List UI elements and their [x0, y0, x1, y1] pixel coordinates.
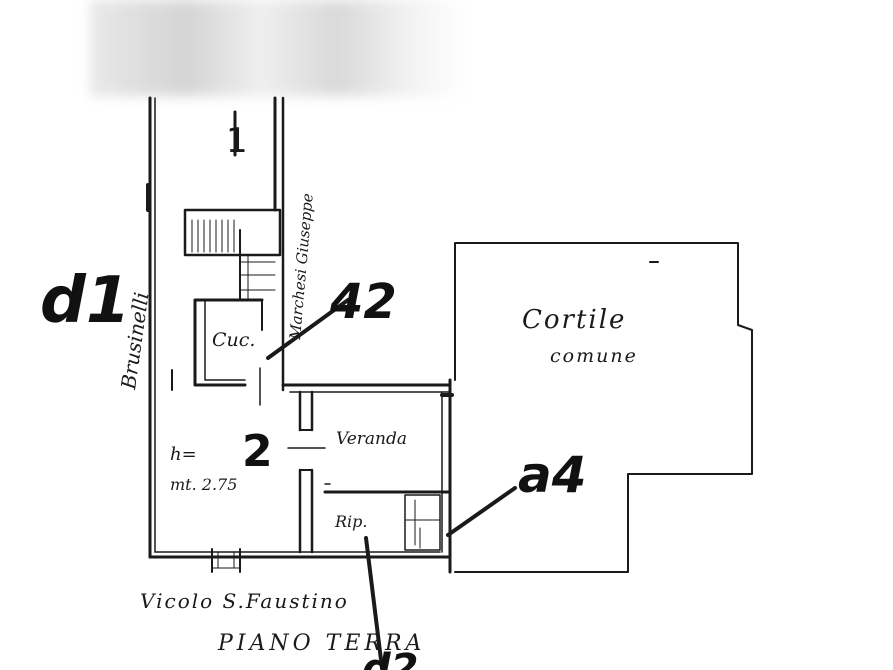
- leader-a4: [446, 486, 517, 537]
- wall-kitchen: [193, 298, 247, 387]
- courtyard-outline: [454, 242, 753, 573]
- parcel-mark-a4: a4: [518, 446, 587, 504]
- staircase: [183, 208, 282, 257]
- label-room-1: 1: [226, 121, 248, 161]
- label-height-prefix: h=: [170, 444, 197, 465]
- leader-42: [266, 298, 350, 360]
- label-floor: PIANO TERRA: [217, 631, 425, 656]
- parcel-mark-42: 42: [329, 274, 397, 330]
- label-courtyard-1: Cortile: [522, 305, 626, 335]
- label-street-bottom: Vicolo S.Faustino: [140, 589, 349, 613]
- label-storage: Rip.: [334, 512, 368, 531]
- parcel-mark-d1: d1: [40, 264, 130, 338]
- label-kitchen: Cuc.: [212, 329, 255, 351]
- redacted-header: [90, 0, 470, 96]
- label-street-right: Marchesi Giuseppe: [286, 192, 317, 341]
- leader-d2: [364, 536, 384, 670]
- storage-fixture: [404, 494, 441, 551]
- label-height-value: mt. 2.75: [170, 475, 237, 494]
- label-courtyard-2: comune: [550, 345, 638, 367]
- label-veranda: Veranda: [336, 429, 407, 449]
- parcel-mark-d2: d2: [362, 646, 418, 670]
- label-room-2: 2: [242, 426, 273, 477]
